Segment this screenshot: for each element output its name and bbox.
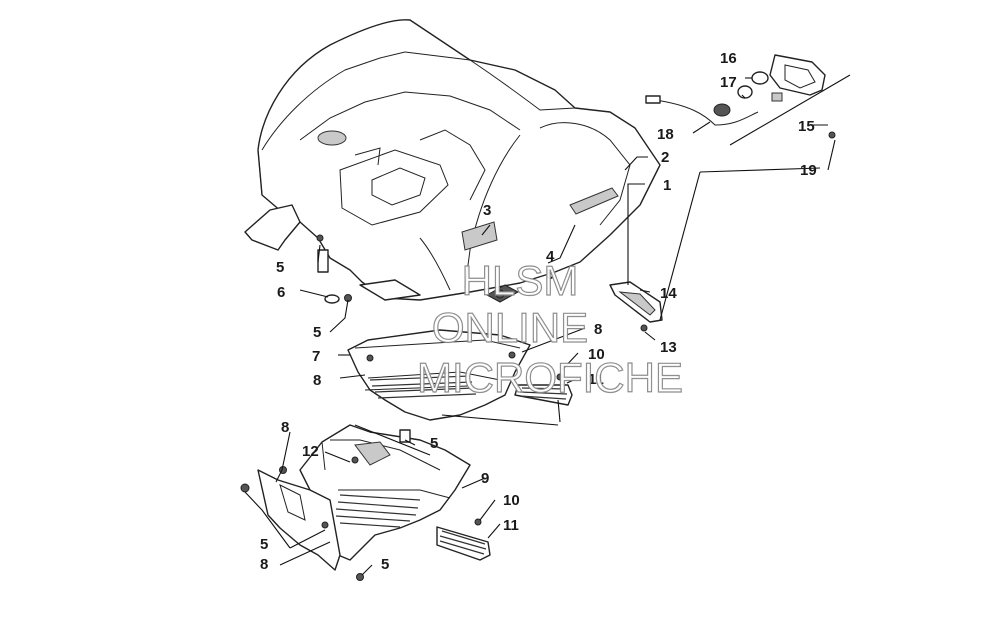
foot-tread-upper [514, 373, 573, 406]
callout-5a: 5 [546, 266, 554, 283]
callout-8d: 8 [260, 556, 268, 573]
callout-6: 6 [277, 284, 285, 301]
taillight-assembly [645, 54, 836, 139]
callout-5e: 5 [260, 536, 268, 553]
callout-8b: 8 [313, 372, 321, 389]
leader-lines [244, 74, 851, 576]
callout-5d: 5 [430, 435, 438, 452]
callout-9: 9 [481, 470, 489, 487]
callout-19: 19 [800, 162, 817, 179]
callout-11a: 11 [588, 371, 604, 388]
callout-5f: 5 [381, 556, 389, 573]
footwell-upper [347, 329, 531, 421]
callout-3: 3 [483, 202, 491, 219]
callout-2: 2 [661, 149, 669, 166]
callout-15: 15 [798, 118, 815, 135]
callout-13: 13 [660, 339, 677, 356]
callout-8c: 8 [281, 419, 289, 436]
callout-7: 7 [312, 348, 320, 365]
watermark-line-1: HLSM [462, 257, 579, 304]
callout-4: 4 [546, 248, 555, 265]
foot-tread-lower [436, 518, 491, 561]
callout-5b: 5 [276, 259, 284, 276]
callout-18: 18 [657, 126, 674, 143]
callout-10b: 10 [503, 492, 520, 509]
callout-16: 16 [720, 50, 737, 67]
watermark-line-3: MICROFICHE [417, 354, 683, 401]
callout-labels: 1 2 3 4 5 5 6 5 7 8 8 10 11 14 13 16 17 … [260, 50, 817, 573]
watermark: HLSM ONLINE MICROFICHE [416, 256, 683, 401]
watermark-line-2: ONLINE [432, 304, 588, 351]
callout-1: 1 [663, 177, 671, 194]
callout-11b: 11 [503, 517, 519, 534]
callout-5c: 5 [313, 324, 321, 341]
callout-8a: 8 [594, 321, 602, 338]
reflector-bracket [609, 281, 663, 332]
callout-14: 14 [660, 285, 677, 302]
callout-10a: 10 [588, 346, 605, 363]
rear-fender [244, 19, 661, 304]
callout-12: 12 [302, 443, 319, 460]
callout-17: 17 [720, 74, 737, 91]
